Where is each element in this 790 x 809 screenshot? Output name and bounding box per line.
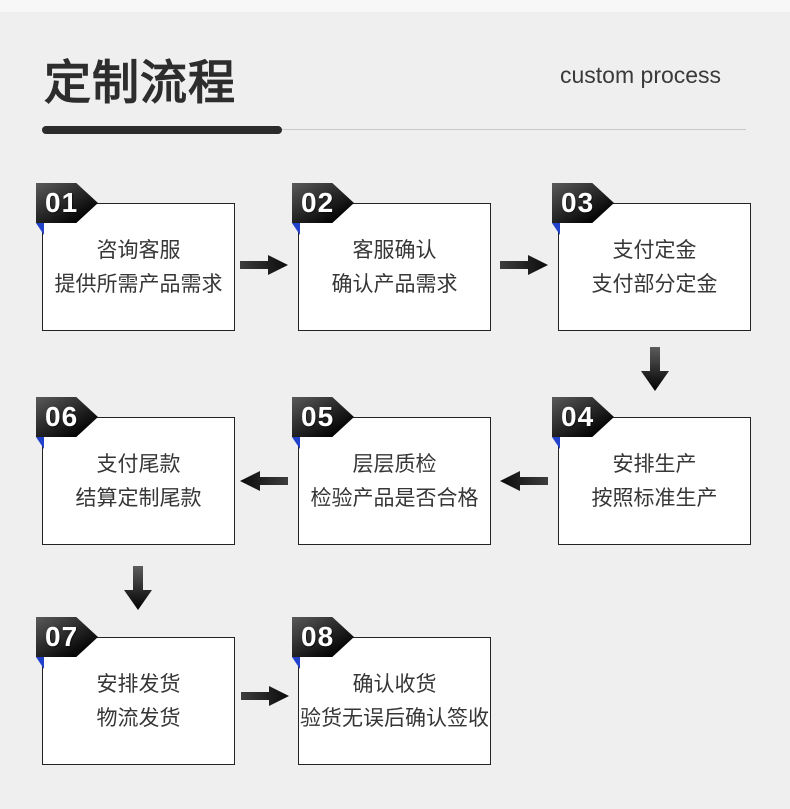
divider-line	[280, 129, 746, 130]
arrow-left-icon	[240, 471, 288, 491]
step-box-05: 05 层层质检 检验产品是否合格	[292, 397, 491, 545]
step-text: 层层质检 检验产品是否合格	[299, 448, 490, 516]
step-desc: 确认产品需求	[331, 273, 458, 296]
step-number-badge: 02	[292, 183, 354, 223]
step-box-01: 01 咨询客服 提供所需产品需求	[36, 183, 235, 331]
step-box-06: 06 支付尾款 结算定制尾款	[36, 397, 235, 545]
step-number-badge: 06	[36, 397, 98, 437]
step-number-badge: 07	[36, 617, 98, 657]
step-text: 支付尾款 结算定制尾款	[43, 448, 234, 516]
step-number-badge: 05	[292, 397, 354, 437]
badge-fold	[36, 223, 44, 235]
step-text: 咨询客服 提供所需产品需求	[43, 234, 234, 302]
step-desc: 提供所需产品需求	[54, 273, 223, 296]
step-box-08: 08 确认收货 验货无误后确认签收	[292, 617, 491, 765]
step-title: 确认收货	[352, 673, 437, 696]
step-text: 安排生产 按照标准生产	[559, 448, 750, 516]
arrow-right-icon	[241, 686, 289, 706]
step-number-badge: 08	[292, 617, 354, 657]
divider-accent-bar	[42, 126, 282, 134]
step-box-07: 07 安排发货 物流发货	[36, 617, 235, 765]
step-text: 客服确认 确认产品需求	[299, 234, 490, 302]
step-title: 支付定金	[612, 239, 697, 262]
step-desc: 验货无误后确认签收	[300, 707, 489, 730]
badge-fold	[552, 223, 560, 235]
step-desc: 支付部分定金	[591, 273, 718, 296]
step-title: 安排发货	[96, 673, 181, 696]
step-desc: 检验产品是否合格	[310, 487, 479, 510]
badge-fold	[292, 657, 300, 669]
step-text: 确认收货 验货无误后确认签收	[299, 668, 490, 736]
page-title: 定制流程	[44, 56, 236, 109]
step-title: 咨询客服	[96, 239, 181, 262]
arrow-down-icon	[641, 347, 669, 391]
arrow-right-icon	[240, 255, 288, 275]
step-desc: 按照标准生产	[591, 487, 718, 510]
step-text: 支付定金 支付部分定金	[559, 234, 750, 302]
step-text: 安排发货 物流发货	[43, 668, 234, 736]
step-box-02: 02 客服确认 确认产品需求	[292, 183, 491, 331]
step-box-04: 04 安排生产 按照标准生产	[552, 397, 751, 545]
page-subtitle: custom process	[560, 62, 722, 88]
badge-fold	[36, 437, 44, 449]
step-title: 客服确认	[352, 239, 437, 262]
step-title: 支付尾款	[96, 453, 181, 476]
step-desc: 物流发货	[96, 707, 181, 730]
step-number-badge: 04	[552, 397, 614, 437]
badge-fold	[292, 437, 300, 449]
badge-fold	[552, 437, 560, 449]
badge-fold	[292, 223, 300, 235]
arrow-left-icon	[500, 471, 548, 491]
top-strip	[0, 0, 790, 12]
step-number-badge: 01	[36, 183, 98, 223]
step-box-03: 03 支付定金 支付部分定金	[552, 183, 751, 331]
step-number-badge: 03	[552, 183, 614, 223]
step-desc: 结算定制尾款	[75, 487, 202, 510]
step-title: 安排生产	[612, 453, 697, 476]
badge-fold	[36, 657, 44, 669]
step-title: 层层质检	[352, 453, 437, 476]
arrow-right-icon	[500, 255, 548, 275]
arrow-down-icon	[124, 566, 152, 610]
